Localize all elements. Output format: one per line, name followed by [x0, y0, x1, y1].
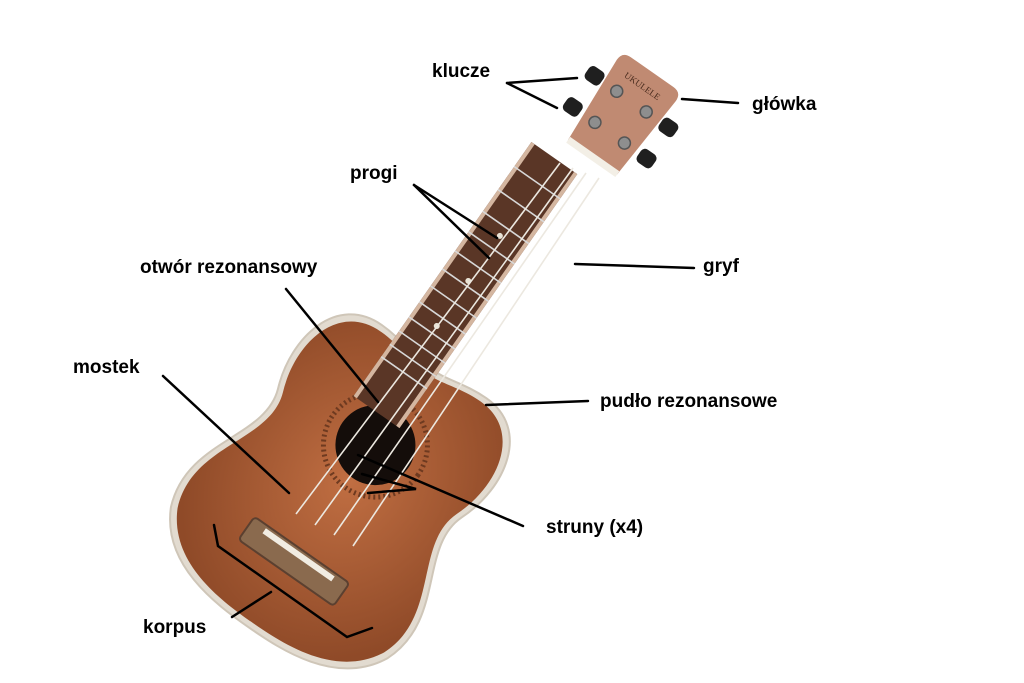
label-korpus: korpus [143, 617, 207, 638]
leader-klucze-2 [505, 81, 559, 110]
string [295, 162, 561, 515]
tuner-key [562, 97, 583, 117]
leader-progi-1 [412, 183, 499, 240]
string [333, 172, 587, 536]
rosette [320, 390, 430, 500]
leader-mostek [161, 374, 291, 495]
tuner-post [588, 115, 602, 130]
strings [295, 162, 600, 547]
label-pudlo-rezonansowe: pudło rezonansowe [600, 391, 778, 412]
bridge [239, 517, 349, 606]
leader-struny-arrow [360, 472, 417, 495]
fret [497, 189, 545, 223]
korpus-bracket [212, 523, 374, 639]
fret [389, 343, 437, 378]
leader-klucze-1 [505, 76, 579, 85]
tuner-post [609, 84, 624, 99]
leader-otwor [284, 287, 380, 404]
label-struny: struny (x4) [546, 517, 644, 538]
leader-lines [161, 76, 740, 639]
tuner-key [584, 66, 605, 86]
leader-gryf [573, 262, 696, 270]
fret [513, 165, 561, 200]
label-progi: progi [350, 163, 398, 184]
tuner-post [617, 136, 632, 150]
fret-marker [496, 232, 503, 239]
label-klucze: klucze [432, 61, 491, 82]
leader-progi-2 [412, 183, 491, 260]
label-glowka: główka [752, 94, 817, 115]
leader-struny [356, 453, 525, 528]
headstock: UKULELE [562, 54, 679, 177]
tuner-key [636, 148, 657, 169]
string [314, 167, 574, 526]
label-mostek: mostek [73, 357, 140, 378]
string [352, 177, 600, 547]
tuner-key [658, 117, 679, 138]
nut [566, 136, 620, 177]
label-otwor-rezonansowy: otwór rezonansowy [140, 257, 318, 278]
leader-glowka [680, 97, 740, 105]
fret [380, 356, 428, 390]
tuner-post [639, 105, 653, 119]
fret [482, 210, 530, 245]
leader-korpus [230, 590, 273, 619]
leader-pudlo [484, 399, 590, 407]
label-gryf: gryf [703, 256, 739, 277]
